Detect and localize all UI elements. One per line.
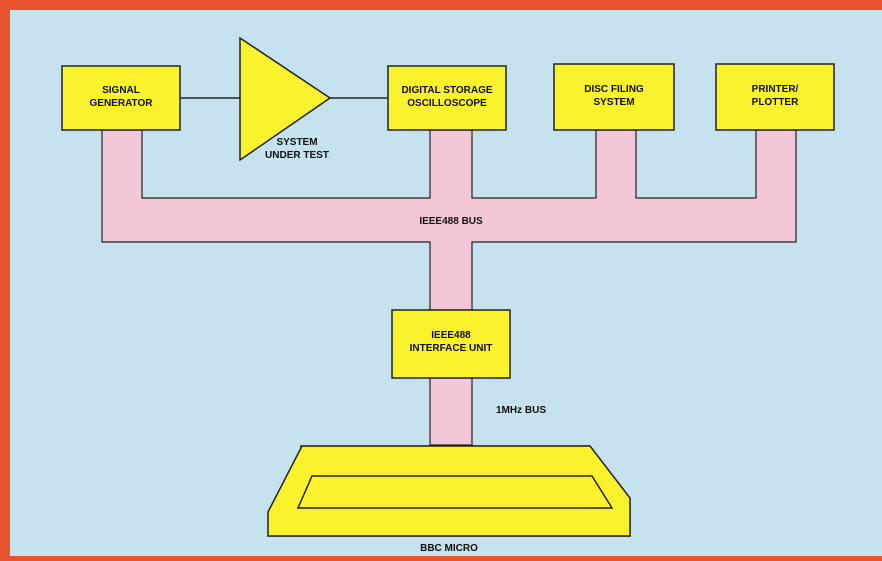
oscilloscope-box: [387, 65, 507, 131]
system-under-test-label-2: UNDER TEST: [265, 150, 329, 161]
disc-filing-label-1: DISC FILING: [584, 84, 644, 95]
interface-unit-label-1: IEEE488: [431, 330, 471, 341]
oscilloscope-label-2: OSCILLOSCOPE: [407, 98, 487, 109]
interface-unit-box: [391, 309, 511, 379]
system-under-test-amplifier: [239, 36, 332, 162]
1mhz-bus: [429, 377, 473, 446]
bbc-micro-label: BBC MICRO: [420, 543, 478, 554]
1mhz-bus-label: 1MHz BUS: [496, 405, 546, 416]
system-under-test-label-1: SYSTEM: [276, 137, 317, 148]
oscilloscope-label-1: DIGITAL STORAGE: [401, 85, 492, 96]
bbc-micro-keyboard: [267, 445, 631, 537]
printer-plotter-box: [715, 63, 835, 131]
keyboard-body: [267, 445, 631, 537]
printer-plotter-label-2: PLOTTER: [752, 97, 799, 108]
interface-unit-label-2: INTERFACE UNIT: [410, 343, 493, 354]
ieee488-bus-label: IEEE488 BUS: [419, 216, 483, 227]
signal-generator-label-1: SIGNAL: [102, 85, 140, 96]
signal-generator-label-2: GENERATOR: [90, 98, 154, 109]
signal-generator-box: [61, 65, 181, 131]
disc-filing-label-2: SYSTEM: [593, 97, 634, 108]
disc-filing-box: [553, 63, 675, 131]
printer-plotter-label-1: PRINTER/: [752, 84, 799, 95]
keyboard-key-area: [296, 475, 614, 509]
